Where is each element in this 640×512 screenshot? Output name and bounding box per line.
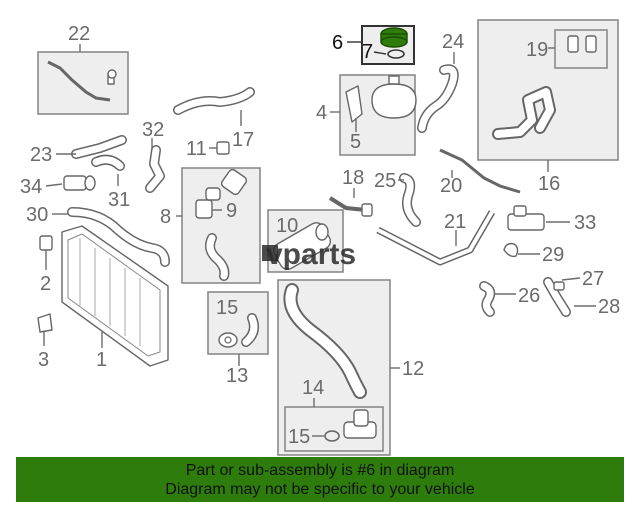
bracket-part-5 [345,85,363,123]
callout-23: 23 [30,144,52,166]
fitting-part-34 [63,175,96,191]
hose-part-28 [543,277,571,317]
callout-25: 25 [374,170,396,192]
hose-part-24 [417,64,459,133]
callout-14: 14 [302,377,324,399]
hose-part-23 [71,135,127,159]
hose-part-12 [283,283,367,399]
callout-3: 3 [38,349,49,371]
callout-32: 32 [142,119,164,141]
clamp-part-27 [553,281,565,291]
bolt-part-11 [216,141,230,155]
hose-part-30 [67,207,170,267]
watermark-text: vparts [266,238,356,271]
callout-33: 33 [574,212,596,234]
sensor-part-18 [328,196,373,217]
hose-part-32 [145,145,165,193]
reservoir-part-4 [371,75,417,119]
hose-part-17 [173,87,255,115]
callout-labels: 22 6 7 24 19 4 5 17 11 32 23 31 34 30 2 … [20,23,620,448]
callout-13: 13 [226,365,248,387]
callout-30: 30 [26,204,48,226]
callout-4: 4 [316,102,327,124]
callout-18: 18 [342,167,364,189]
callout-15-group-13: 15 [216,297,238,319]
callout-31: 31 [108,189,130,211]
callout-19: 19 [526,39,548,61]
callout-22: 22 [68,23,90,45]
callout-2: 2 [40,273,51,295]
callout-7[interactable]: 7 [362,41,373,63]
coolant-line-part-22 [47,60,117,102]
fitting-part-9 [195,187,221,219]
hose-part-31 [91,154,125,171]
hose-part-26 [479,281,496,317]
pipe-part-21 [376,210,496,266]
callout-26: 26 [518,285,540,307]
line-part-20 [439,148,521,194]
group-box-19 [554,29,608,69]
bracket-part-3 [37,313,53,333]
callout-11: 11 [186,138,207,160]
hose-part-13 [218,313,259,348]
radiator-part-1 [61,225,169,367]
hose-part-10 [272,222,332,270]
thermostat-housing-part-14 [343,409,377,439]
watermark-logo: vparts [262,238,356,271]
callout-10: 10 [276,215,298,237]
banner-line-2: Diagram may not be specific to your vehi… [165,480,475,498]
callout-16: 16 [538,173,560,195]
clip-part-29 [503,242,519,258]
callout-29: 29 [542,244,564,266]
callout-27: 27 [582,268,604,290]
callout-8: 8 [160,206,171,228]
hose-part-8 [205,168,248,281]
info-banner: Part or sub-assembly is #6 in diagram Di… [16,457,624,502]
callout-1: 1 [96,349,107,371]
callout-24: 24 [442,31,464,53]
callout-12: 12 [402,358,424,380]
leader-7 [373,51,387,55]
seal-ring-part-7 [387,49,405,59]
callout-17: 17 [232,129,254,151]
hose-part-25 [399,173,421,227]
leader-lines [43,44,596,437]
callout-20: 20 [440,175,462,197]
callout-9: 9 [226,200,237,222]
callout-28: 28 [598,296,620,318]
bolts-part-19 [567,35,597,53]
bracket-part-2 [39,235,53,251]
callout-6[interactable]: 6 [332,32,343,54]
callout-5: 5 [350,131,361,153]
callout-21: 21 [444,211,466,233]
pipe-part-16 [492,86,556,140]
callout-15-group-14: 15 [288,426,310,448]
flange-part-33 [507,205,545,231]
reservoir-cap-part-6[interactable] [380,27,408,48]
o-ring-part-15 [324,430,340,442]
callout-34: 34 [20,176,42,198]
banner-line-1: Part or sub-assembly is #6 in diagram [185,461,455,479]
